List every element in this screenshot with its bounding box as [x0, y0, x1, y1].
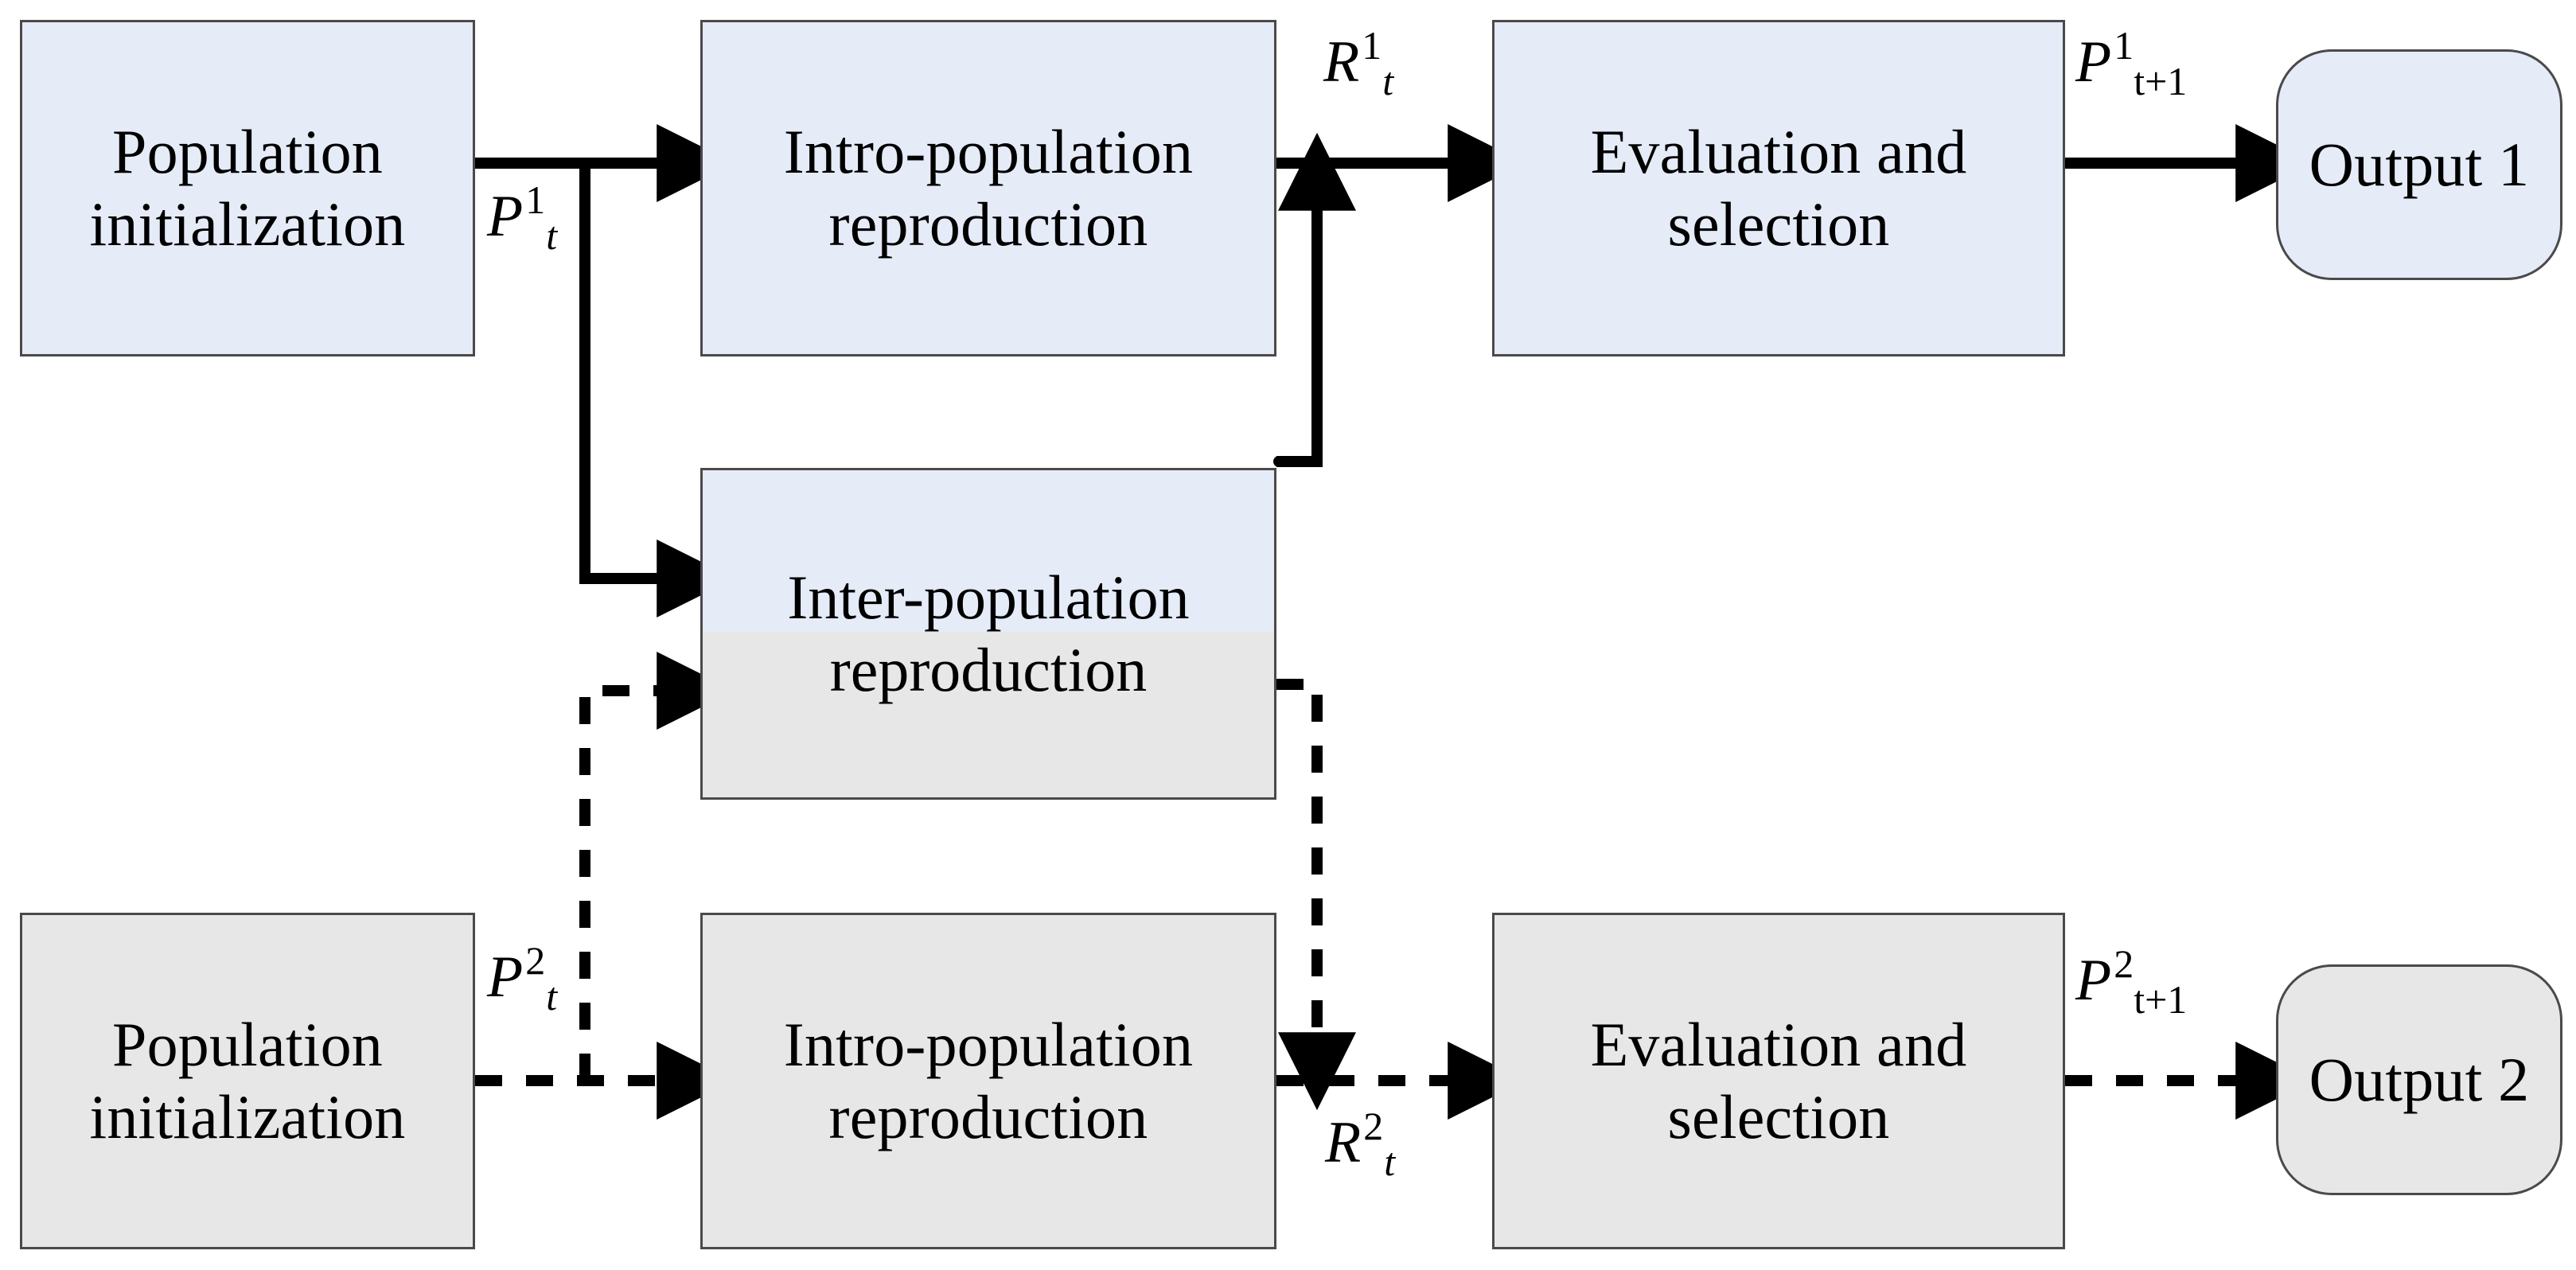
- node-pop2-intra-reproduction-label: Intro-population reproduction: [776, 1009, 1201, 1153]
- symbol-base: P: [487, 184, 524, 249]
- text-line-2: reproduction: [828, 189, 1148, 259]
- edge-pop1init-to-inter: [579, 163, 735, 617]
- edge-label-rt2: R2t: [1325, 1103, 1395, 1185]
- node-pop1-intra-reproduction-label: Intro-population reproduction: [776, 116, 1201, 260]
- symbol-superscript: 1: [525, 177, 546, 222]
- symbol-subscript: t: [1382, 59, 1394, 103]
- symbol-subscript: t: [1384, 1139, 1396, 1184]
- inter-half-population-2: [703, 632, 1274, 797]
- edge-label-pt1-plus1: P1t+1: [2075, 22, 2187, 104]
- node-pop2-evaluation-selection[interactable]: Evaluation and selection: [1492, 913, 2065, 1249]
- node-pop2-initialization[interactable]: Population initialization: [20, 913, 475, 1249]
- text-line-1: Evaluation and: [1590, 117, 1967, 187]
- edge-label-rt1: R1t: [1323, 22, 1393, 104]
- symbol-base: R: [1323, 29, 1360, 95]
- node-output-2[interactable]: Output 2: [2276, 964, 2562, 1195]
- text-line-1: Inter-population: [787, 563, 1190, 633]
- node-output-2-label: Output 2: [2309, 1044, 2530, 1114]
- symbol-superscript: 1: [2114, 23, 2134, 68]
- symbol-base: P: [2075, 29, 2112, 95]
- text-line-2: initialization: [89, 1081, 406, 1151]
- text-line-1: Population: [111, 117, 383, 187]
- symbol-base: P: [2075, 948, 2112, 1013]
- symbol-subscript: t: [546, 213, 558, 258]
- symbol-subscript: t: [546, 974, 558, 1019]
- node-inter-population-reproduction-label: Inter-population reproduction: [703, 562, 1274, 706]
- edge-pop2init-to-inter: [579, 652, 735, 1081]
- symbol-superscript: 2: [525, 938, 546, 983]
- node-pop1-initialization-label: Population initialization: [81, 116, 413, 260]
- node-pop2-initialization-label: Population initialization: [81, 1009, 413, 1153]
- inter-half-population-1: [703, 470, 1274, 637]
- symbol-superscript: 2: [2114, 941, 2134, 986]
- edge-inter-to-rt2: [1276, 679, 1356, 1111]
- text-line-1: Population: [111, 1010, 383, 1080]
- text-line-2: reproduction: [829, 634, 1148, 704]
- edge-label-pt2: P2t: [487, 937, 557, 1019]
- symbol-base: P: [487, 945, 524, 1010]
- node-output-1[interactable]: Output 1: [2276, 49, 2562, 280]
- text-line-2: selection: [1667, 189, 1890, 259]
- node-inter-population-reproduction[interactable]: Inter-population reproduction: [700, 468, 1276, 800]
- symbol-subscript: t+1: [2134, 977, 2188, 1022]
- edge-label-pt1: P1t: [487, 177, 557, 259]
- edge-label-pt2-plus1: P2t+1: [2075, 941, 2187, 1023]
- text-line-1: Intro-population: [783, 1010, 1194, 1080]
- node-pop2-intra-reproduction[interactable]: Intro-population reproduction: [700, 913, 1276, 1249]
- edge-inter-to-rt1: [1276, 132, 1356, 467]
- node-pop2-evaluation-selection-label: Evaluation and selection: [1583, 1009, 1975, 1153]
- text-line-2: reproduction: [828, 1081, 1148, 1151]
- node-output-1-label: Output 1: [2309, 129, 2530, 199]
- symbol-superscript: 2: [1363, 1104, 1384, 1148]
- symbol-subscript: t+1: [2134, 59, 2188, 103]
- symbol-superscript: 1: [1362, 23, 1382, 68]
- text-line-2: selection: [1667, 1081, 1890, 1151]
- text-line-1: Intro-population: [783, 117, 1194, 187]
- symbol-base: R: [1325, 1110, 1362, 1175]
- node-pop1-intra-reproduction[interactable]: Intro-population reproduction: [700, 20, 1276, 356]
- text-line-2: initialization: [89, 189, 406, 259]
- node-pop1-evaluation-selection[interactable]: Evaluation and selection: [1492, 20, 2065, 356]
- node-pop1-initialization[interactable]: Population initialization: [20, 20, 475, 356]
- node-pop1-evaluation-selection-label: Evaluation and selection: [1583, 116, 1975, 260]
- text-line-1: Evaluation and: [1590, 1010, 1967, 1080]
